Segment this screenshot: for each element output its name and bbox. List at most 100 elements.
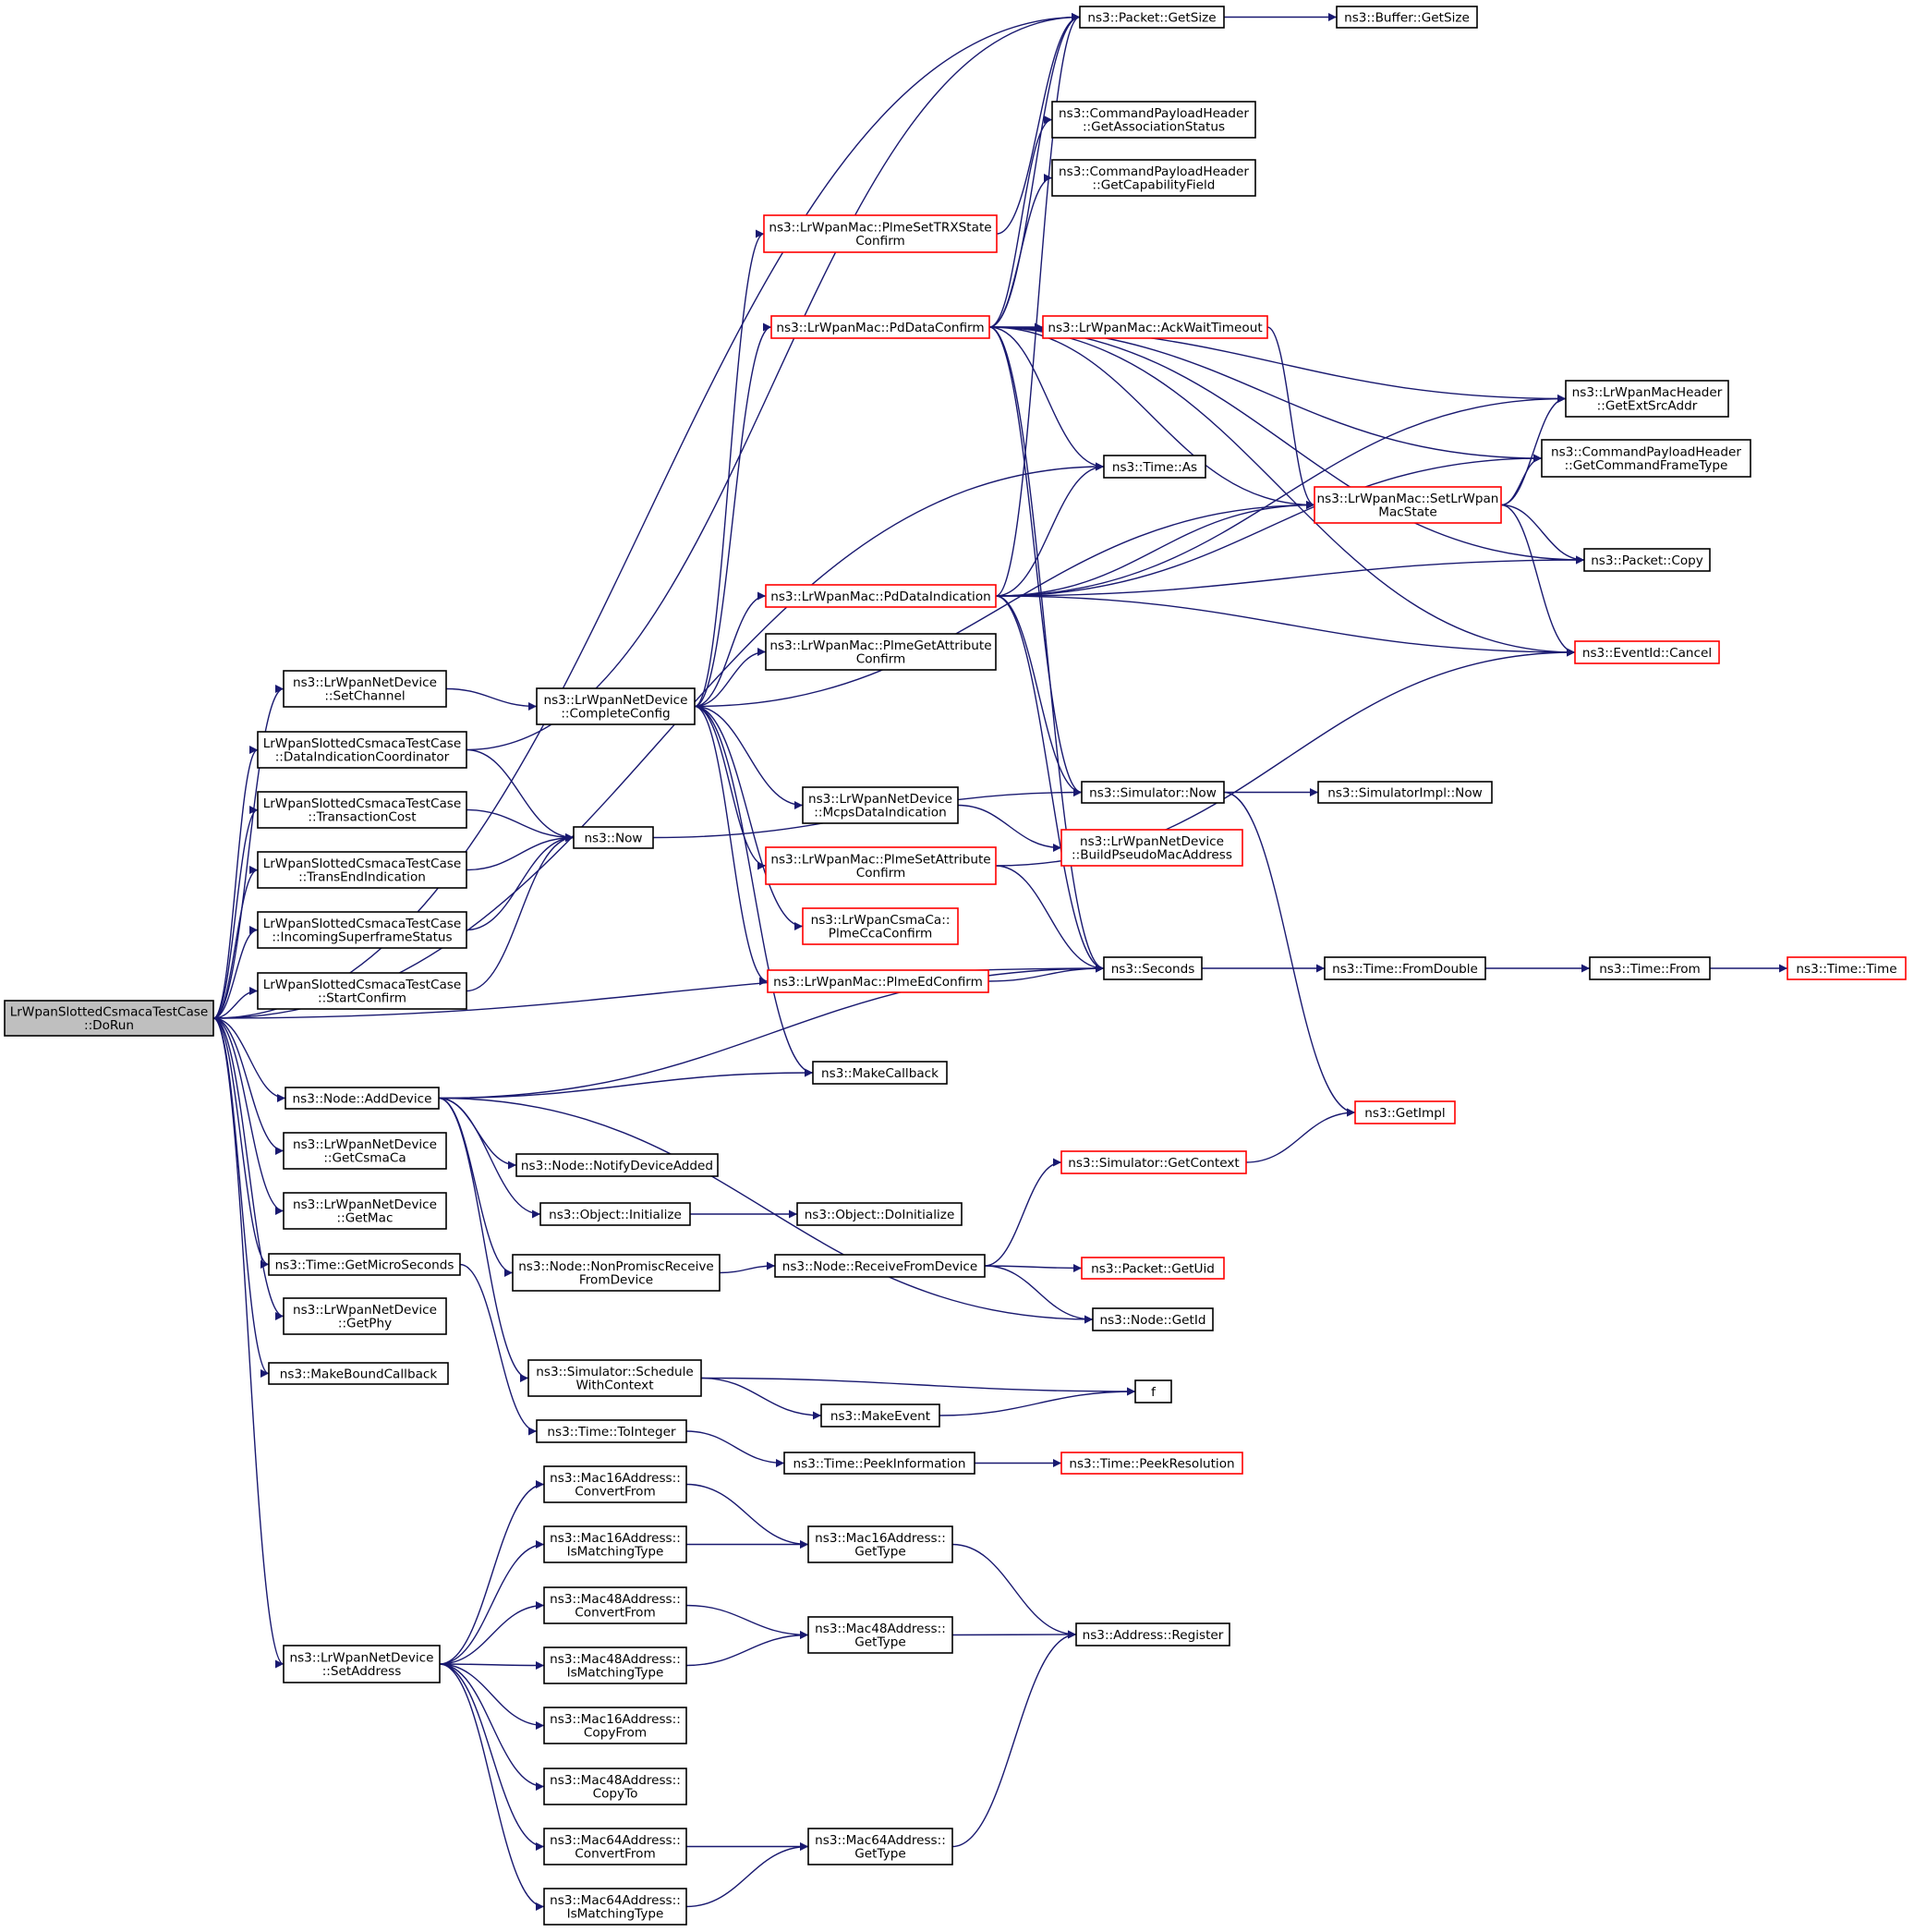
edge-setaddress-to-m16copy (439, 1663, 545, 1730)
edge-completeconfig-to-pddataconf (694, 322, 772, 708)
call-edge (694, 501, 1315, 708)
node-mcpsdataind[interactable]: ns3::LrWpanNetDevice::McpsDataIndication (802, 786, 959, 824)
node-timetime[interactable]: ns3::Time::Time (1787, 956, 1907, 980)
node-getmicro[interactable]: ns3::Time::GetMicroSeconds (268, 1253, 461, 1276)
edge-setaddress-to-m48conv (439, 1601, 545, 1665)
node-pktcopy[interactable]: ns3::Packet::Copy (1583, 548, 1711, 572)
node-m16match[interactable]: ns3::Mac16Address::IsMatchingType (543, 1525, 687, 1563)
node-buffersize[interactable]: ns3::Buffer::GetSize (1336, 6, 1478, 29)
node-box (543, 1646, 687, 1684)
node-notifydev[interactable]: ns3::Node::NotifyDeviceAdded (515, 1153, 719, 1177)
node-getassoc[interactable]: ns3::CommandPayloadHeader::GetAssociatio… (1051, 101, 1256, 139)
node-simnow[interactable]: ns3::Simulator::Now (1081, 781, 1225, 804)
edge-setstate-to-pktcopy (1500, 504, 1585, 565)
node-startconf[interactable]: LrWpanSlottedCsmacaTestCase::StartConfir… (257, 972, 467, 1010)
node-objdoinit[interactable]: ns3::Object::DoInitialize (796, 1202, 963, 1226)
node-box (543, 1888, 687, 1926)
node-extsrc[interactable]: ns3::LrWpanMacHeader::GetExtSrcAddr (1565, 380, 1729, 418)
node-getuid[interactable]: ns3::Packet::GetUid (1081, 1257, 1225, 1280)
node-makeevent[interactable]: ns3::MakeEvent (820, 1403, 940, 1428)
node-m48conv[interactable]: ns3::Mac48Address::ConvertFrom (543, 1586, 687, 1624)
node-peekinfo[interactable]: ns3::Time::PeekInformation (783, 1452, 975, 1475)
node-seconds[interactable]: ns3::Seconds (1103, 956, 1203, 980)
edge-mcpsdataind-to-buildpseudo (957, 804, 1062, 852)
node-getmac[interactable]: ns3::LrWpanNetDevice::GetMac (283, 1192, 447, 1230)
node-plmeed[interactable]: ns3::LrWpanMac::PlmeEdConfirm (767, 969, 989, 993)
node-simimplnow[interactable]: ns3::SimulatorImpl::Now (1317, 781, 1493, 804)
node-box (783, 1452, 975, 1475)
node-getimpl[interactable]: ns3::GetImpl (1354, 1100, 1456, 1124)
node-transend[interactable]: LrWpanSlottedCsmacaTestCase::TransEndInd… (257, 851, 467, 889)
node-m16conv[interactable]: ns3::Mac16Address::ConvertFrom (543, 1465, 687, 1503)
node-label: ns3::LrWpanMac::PdDataIndication (770, 589, 991, 604)
node-label: ns3::GetImpl (1364, 1106, 1445, 1121)
node-getid[interactable]: ns3::Node::GetId (1092, 1307, 1214, 1331)
node-getsize[interactable]: ns3::Packet::GetSize (1079, 6, 1225, 29)
node-dataind[interactable]: LrWpanSlottedCsmacaTestCase::DataIndicat… (257, 731, 467, 769)
node-recvfromdev[interactable]: ns3::Node::ReceiveFromDevice (774, 1254, 986, 1278)
call-edge (694, 705, 814, 1077)
node-m64match[interactable]: ns3::Mac64Address::IsMatchingType (543, 1888, 687, 1926)
node-getphy[interactable]: ns3::LrWpanNetDevice::GetPhy (283, 1297, 447, 1335)
node-completeconfig[interactable]: ns3::LrWpanNetDevice::CompleteConfig (536, 687, 696, 725)
node-getcap[interactable]: ns3::CommandPayloadHeader::GetCapability… (1051, 159, 1256, 197)
node-m64type[interactable]: ns3::Mac64Address::GetType (807, 1828, 953, 1865)
node-box (283, 1297, 447, 1335)
node-pddataconf[interactable]: ns3::LrWpanMac::PdDataConfirm (770, 315, 990, 339)
node-setaddress[interactable]: ns3::LrWpanNetDevice::SetAddress (283, 1645, 441, 1683)
edge-plmesetattr-to-seconds (995, 865, 1105, 973)
node-label: ::McpsDataIndication (814, 806, 946, 820)
node-peekres[interactable]: ns3::Time::PeekResolution (1060, 1452, 1243, 1475)
node-evcancel[interactable]: ns3::EventId::Cancel (1574, 640, 1720, 664)
node-box (543, 1768, 687, 1805)
node-pddataind[interactable]: ns3::LrWpanMac::PdDataIndication (765, 584, 997, 608)
node-timefrom[interactable]: ns3::Time::From (1589, 956, 1711, 980)
node-makecallback[interactable]: ns3::MakeCallback (812, 1061, 948, 1085)
node-buildpseudo[interactable]: ns3::LrWpanNetDevice::BuildPseudoMacAddr… (1060, 829, 1243, 867)
node-mkboundcb[interactable]: ns3::MakeBoundCallback (268, 1362, 449, 1385)
call-edge (995, 595, 1576, 657)
node-m48type[interactable]: ns3::Mac48Address::GetType (807, 1616, 953, 1654)
node-m64conv[interactable]: ns3::Mac64Address::ConvertFrom (543, 1828, 687, 1865)
edge-setaddress-to-m16conv (439, 1480, 545, 1665)
node-cmdframe[interactable]: ns3::CommandPayloadHeader::GetCommandFra… (1541, 439, 1751, 478)
node-ackwait[interactable]: ns3::LrWpanMac::AckWaitTimeout (1042, 315, 1268, 339)
node-f[interactable]: f (1134, 1379, 1172, 1403)
edge-pddataind-to-seconds (995, 595, 1105, 973)
node-incsf[interactable]: LrWpanSlottedCsmacaTestCase::IncomingSup… (257, 911, 467, 949)
node-m48match[interactable]: ns3::Mac48Address::IsMatchingType (543, 1646, 687, 1684)
node-adddevice[interactable]: ns3::Node::AddDevice (285, 1087, 440, 1110)
node-label: CopyTo (593, 1787, 638, 1802)
node-label: ns3::LrWpanNetDevice (1080, 834, 1224, 849)
node-fromdouble[interactable]: ns3::Time::FromDouble (1324, 956, 1486, 980)
node-setchannel[interactable]: ns3::LrWpanNetDevice::SetChannel (283, 670, 447, 708)
call-edge (939, 1387, 1136, 1416)
node-plmecca[interactable]: ns3::LrWpanCsmaCa::PlmeCcaConfirm (802, 907, 959, 945)
node-box (1075, 1622, 1230, 1646)
node-timeas[interactable]: ns3::Time::As (1103, 455, 1206, 479)
edge-dorun-to-adddevice (212, 1017, 286, 1102)
node-objinit[interactable]: ns3::Object::Initialize (539, 1202, 691, 1226)
node-tointeger[interactable]: ns3::Time::ToInteger (536, 1419, 687, 1443)
edge-setchannel-to-completeconfig (445, 687, 538, 711)
node-m48copy[interactable]: ns3::Mac48Address::CopyTo (543, 1768, 687, 1805)
node-getcontext[interactable]: ns3::Simulator::GetContext (1060, 1150, 1247, 1174)
edge-pddataind-to-simnow (995, 595, 1083, 796)
call-edge (995, 865, 1105, 973)
node-m16copy[interactable]: ns3::Mac16Address::CopyFrom (543, 1707, 687, 1744)
node-getcsmaca[interactable]: ns3::LrWpanNetDevice::GetCsmaCa (283, 1132, 447, 1170)
node-label: ns3::Simulator::Now (1089, 785, 1217, 800)
node-transcost[interactable]: LrWpanSlottedCsmacaTestCase::Transaction… (257, 791, 467, 829)
node-label: ns3::Node::NotifyDeviceAdded (521, 1159, 713, 1173)
node-m16type[interactable]: ns3::Mac16Address::GetType (807, 1525, 953, 1563)
node-label: ::TransEndIndication (298, 870, 426, 885)
node-addrreg[interactable]: ns3::Address::Register (1075, 1622, 1230, 1646)
node-dorun[interactable]: LrWpanSlottedCsmacaTestCase::DoRun (4, 1000, 214, 1037)
node-now[interactable]: ns3::Now (573, 826, 654, 849)
